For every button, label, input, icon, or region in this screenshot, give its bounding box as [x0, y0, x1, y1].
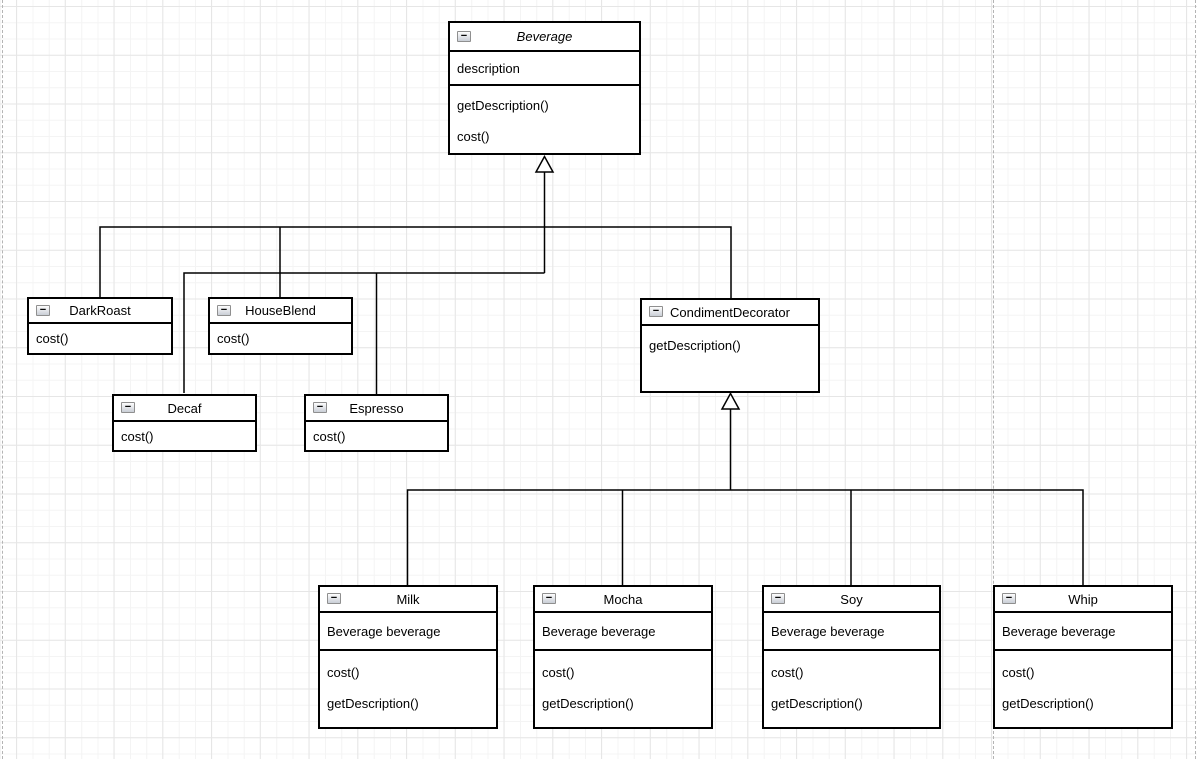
collapse-icon[interactable]: −: [313, 402, 327, 414]
field-row[interactable]: Beverage beverage: [1002, 623, 1116, 639]
class-title: Espresso: [349, 400, 404, 416]
collapse-icon[interactable]: −: [121, 402, 135, 414]
class-beverage[interactable]: − Beverage description getDescription() …: [448, 21, 641, 155]
collapse-icon[interactable]: −: [1002, 593, 1016, 605]
class-soy[interactable]: − Soy Beverage beverage cost() getDescri…: [762, 585, 941, 729]
edge-darkroast-to-beverage[interactable]: [99, 226, 732, 298]
edge-decaf-to-beverage[interactable]: [183, 272, 545, 393]
collapse-icon[interactable]: −: [217, 304, 231, 316]
field-row[interactable]: Beverage beverage: [327, 623, 441, 639]
page-break-line: [1195, 0, 1196, 759]
method-row[interactable]: cost(): [217, 331, 250, 346]
class-title: HouseBlend: [245, 303, 316, 318]
class-darkroast[interactable]: − DarkRoast cost(): [27, 297, 173, 355]
collapse-icon[interactable]: −: [542, 593, 556, 605]
method-row[interactable]: getDescription(): [1002, 696, 1094, 711]
method-row[interactable]: cost(): [121, 428, 154, 444]
method-row[interactable]: getDescription(): [457, 98, 549, 113]
method-row[interactable]: cost(): [36, 331, 69, 346]
method-row[interactable]: cost(): [771, 665, 804, 680]
class-mocha[interactable]: − Mocha Beverage beverage cost() getDesc…: [533, 585, 713, 729]
class-title: Soy: [840, 591, 863, 607]
page-break-line: [2, 0, 3, 759]
class-decaf[interactable]: − Decaf cost(): [112, 394, 257, 452]
method-row[interactable]: getDescription(): [771, 696, 863, 711]
page-break-line: [993, 0, 994, 759]
method-row[interactable]: getDescription(): [327, 696, 419, 711]
class-espresso[interactable]: − Espresso cost(): [304, 394, 449, 452]
class-title: DarkRoast: [69, 303, 131, 318]
class-title: CondimentDecorator: [670, 304, 790, 320]
class-title: Whip: [1068, 591, 1098, 607]
class-houseblend[interactable]: − HouseBlend cost(): [208, 297, 353, 355]
method-row[interactable]: cost(): [327, 665, 360, 680]
field-row[interactable]: description: [457, 60, 520, 76]
class-title: Decaf: [167, 400, 202, 416]
collapse-icon[interactable]: −: [327, 593, 341, 605]
method-row[interactable]: cost(): [457, 129, 490, 144]
field-row[interactable]: Beverage beverage: [542, 623, 656, 639]
class-title: Beverage: [516, 29, 573, 44]
method-row[interactable]: getDescription(): [649, 338, 741, 353]
collapse-icon[interactable]: −: [649, 306, 663, 318]
class-condimentdecorator[interactable]: − CondimentDecorator getDescription(): [640, 298, 820, 393]
generalization-arrowhead-condimentdecorator[interactable]: [720, 391, 741, 410]
collapse-icon[interactable]: −: [771, 593, 785, 605]
class-title: Milk: [396, 591, 420, 607]
method-row[interactable]: cost(): [1002, 665, 1035, 680]
collapse-icon[interactable]: −: [457, 30, 471, 42]
collapse-icon[interactable]: −: [36, 304, 50, 316]
generalization-arrowhead-beverage[interactable]: [534, 154, 555, 173]
class-title: Mocha: [603, 591, 643, 607]
method-row[interactable]: cost(): [542, 665, 575, 680]
class-whip[interactable]: − Whip Beverage beverage cost() getDescr…: [993, 585, 1173, 729]
field-row[interactable]: Beverage beverage: [771, 623, 885, 639]
edge-milk-to-condimentdecorator[interactable]: [406, 489, 1084, 585]
method-row[interactable]: getDescription(): [542, 696, 634, 711]
class-milk[interactable]: − Milk Beverage beverage cost() getDescr…: [318, 585, 498, 729]
method-row[interactable]: cost(): [313, 428, 346, 444]
